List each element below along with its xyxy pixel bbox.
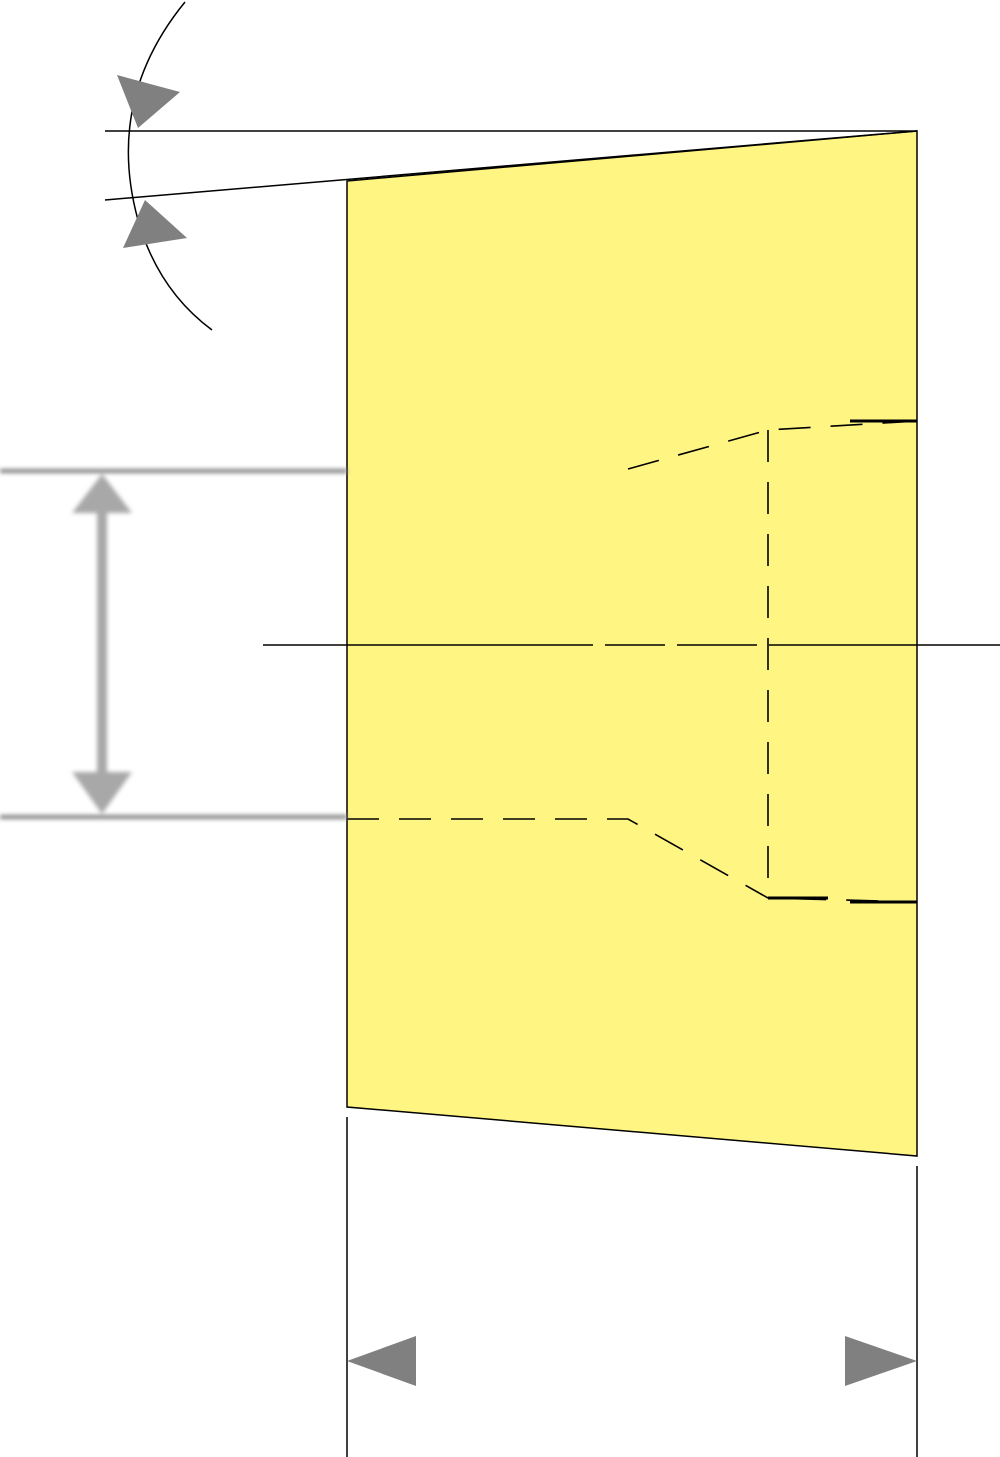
hidden-contour: [347, 420, 918, 903]
workpiece-body: [346, 130, 918, 1157]
angle-arrowhead-bottom: [123, 200, 187, 248]
reference-line-angled: [104, 130, 918, 201]
length-arrowhead-right: [845, 1336, 917, 1386]
diameter-arrowhead-bottom: [72, 772, 132, 814]
length-arrowhead-left: [347, 1336, 416, 1386]
angle-arrowhead-top: [117, 75, 180, 128]
diameter-arrowhead-top: [72, 474, 132, 513]
diameter-dimension: [0, 469, 347, 819]
angle-dimension-arc: [127, 1, 213, 331]
